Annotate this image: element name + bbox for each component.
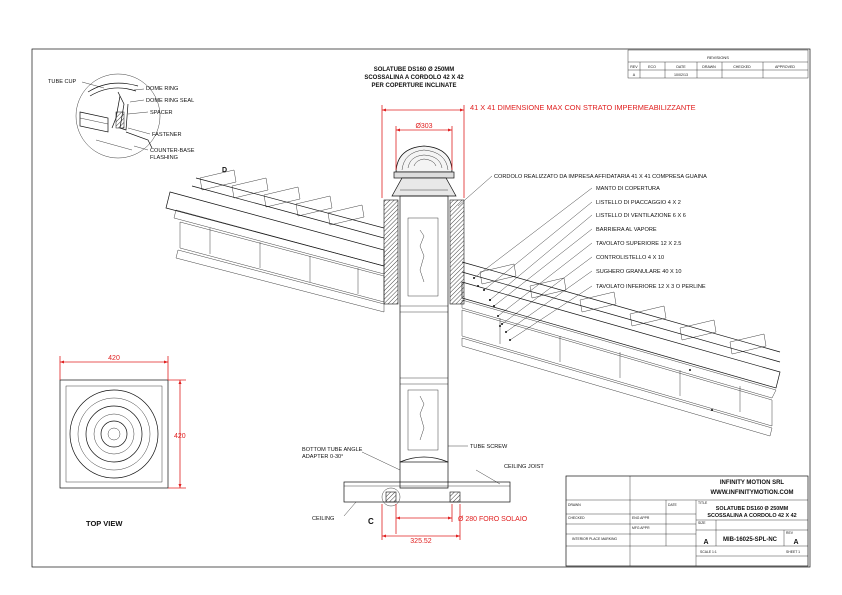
dome-ring-label: DOME RING [146, 86, 178, 92]
fastener-label: FASTENER [152, 132, 182, 138]
revisions-header: REVISIONS [707, 55, 729, 60]
scale-label: SCALE 1:1 [700, 550, 717, 554]
layer-label-6: CONTROLISTELLO 4 X 10 [596, 255, 664, 261]
rev-value-tb: A [793, 539, 798, 546]
ceiling-hole-label: Ø 280 FORO SOLAIO [458, 516, 528, 523]
layer-label-3: LISTELLO DI VENTILAZIONE 6 X 6 [596, 213, 686, 219]
drawn-label: DRAWN [568, 503, 581, 507]
layer-label-0: CORDOLO REALIZZATO DA IMPRESA AFFIDATARI… [494, 174, 707, 180]
drawing-title-1: SOLATUBE DS160 Ø 250MM [716, 506, 789, 512]
rev-value: A [633, 73, 636, 77]
layer-label-7: SUGHERO GRANULARE 40 X 10 [596, 269, 682, 275]
layer-label-2: LISTELLO DI PIACCAGGIO 4 X 2 [596, 200, 681, 206]
dome-ring-seal-label: DOME RING SEAL [146, 98, 194, 104]
rev-date-value: 10/02/13 [674, 73, 688, 77]
layer-label-1: MANTO DI COPERTURA [596, 186, 660, 192]
dimensions: 41 X 41 DIMENSIONE MAX CON STRATO IMPERM… [381, 103, 696, 545]
title-line-1: SOLATUBE DS160 Ø 250MM [374, 67, 455, 73]
revisions-table: REVISIONS REV ECO DATE DRAWN CHECKED APP… [627, 49, 809, 79]
eng-appr-label: ENG APPR [632, 516, 650, 520]
bottom-width-label: 325.52 [410, 538, 432, 545]
title-line-2: SCOSSALINA A CORDOLO 42 X 42 [364, 75, 464, 81]
sheet-label: SHEET 1 [786, 550, 800, 554]
drawing-title-2: SCOSSALINA A CORDOLO 42 X 42 [707, 513, 796, 519]
top-view-height: 420 [174, 433, 186, 440]
tube-labels: BOTTOM TUBE ANGLE ADAPTER 0-30° TUBE SCR… [302, 444, 544, 522]
drawing-title: SOLATUBE DS160 Ø 250MM SCOSSALINA A CORD… [364, 67, 464, 89]
ceiling-joist-label: CEILING JOIST [504, 464, 544, 470]
bottom-adapter-label-1: BOTTOM TUBE ANGLE [302, 447, 363, 453]
tube-cup-label: TUBE CUP [48, 79, 77, 85]
tube-screw-label: TUBE SCREW [470, 444, 508, 450]
rev-col: REV [630, 65, 638, 69]
eco-col: ECO [648, 65, 656, 69]
title-label: TITLE [698, 501, 708, 505]
curb-section [383, 199, 465, 305]
checked-label: CHECKED [568, 516, 585, 520]
rev-label: REV [786, 531, 794, 535]
size-label: SIZE [698, 521, 706, 525]
callout-c: C [368, 517, 374, 526]
date-label: DATE [668, 503, 678, 507]
ceiling-label: CEILING [312, 516, 334, 522]
title-line-3: PER COPERTURE INCLINATE [372, 83, 457, 89]
top-view-width: 420 [108, 355, 120, 362]
top-view-label: TOP VIEW [86, 519, 123, 528]
company-website: WWW.INFINITYMOTION.COM [711, 490, 794, 496]
company-name: INFINITY MOTION SRL [720, 480, 785, 486]
max-dimension-label: 41 X 41 DIMENSIONE MAX CON STRATO IMPERM… [470, 103, 696, 112]
bottom-adapter-label-2: ADAPTER 0-30° [302, 454, 343, 460]
counter-base-label: COUNTER-BASE [150, 148, 195, 154]
spacer-label: SPACER [150, 110, 173, 116]
approved-col: APPROVED [775, 65, 795, 69]
checked-col: CHECKED [733, 65, 751, 69]
date-col: DATE [676, 65, 686, 69]
roof-section: D [165, 167, 781, 437]
layer-label-5: TAVOLATO SUPERIORE 12 X 2.5 [596, 241, 681, 247]
mfg-appr-label: MFG APPR [632, 526, 650, 530]
fine-print: INTERIOR PLACE MARKING [572, 537, 617, 541]
size-value: A [703, 539, 708, 546]
flashing-detail: TUBE CUP DOME RING DOME RING SEAL SPACER… [48, 73, 195, 161]
drawing-number: MIB-16025-SPL-NC [723, 537, 778, 543]
layer-callouts: CORDOLO REALIZZATO DA IMPRESA AFFIDATARI… [457, 174, 707, 341]
sheet-border [31, 48, 811, 568]
drawn-col: DRAWN [702, 65, 716, 69]
title-block: INTERIOR PLACE MARKING INFINITY MOTION S… [565, 475, 809, 567]
top-view: 420 420 TOP VIEW [59, 355, 186, 528]
callout-d: D [222, 167, 227, 174]
solatube-assembly: C [343, 145, 511, 526]
diameter-top-label: Ø303 [415, 123, 432, 130]
flashing-label: FLASHING [150, 155, 178, 161]
layer-label-4: BARRIERA AL VAPORE [596, 227, 657, 233]
layer-label-8: TAVOLATO INFERIORE 12 X 3 O PERLINE [596, 284, 706, 290]
